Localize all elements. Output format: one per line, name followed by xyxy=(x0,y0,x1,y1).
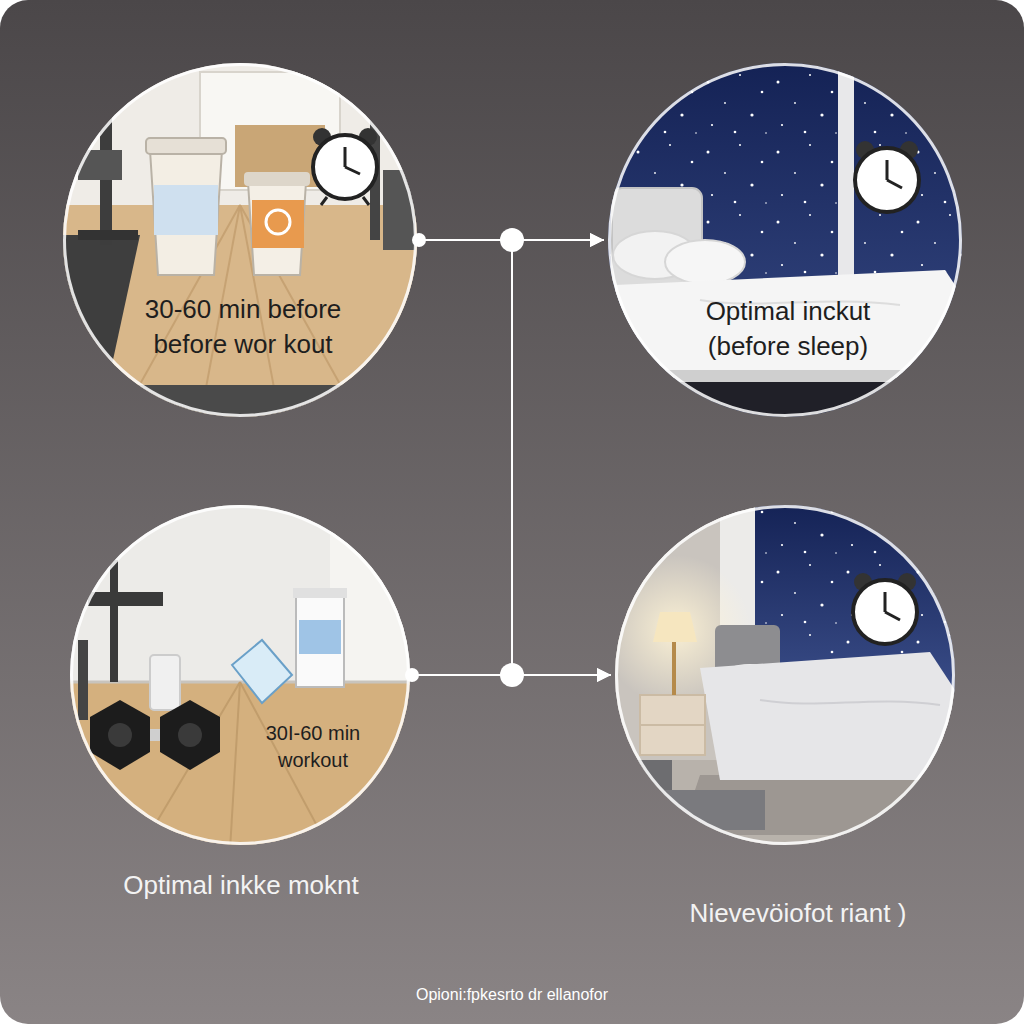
night-bed-scene-part xyxy=(600,60,970,380)
junction-dots-part xyxy=(500,663,524,687)
gym-scene-part xyxy=(345,167,360,174)
gym-scene-part xyxy=(363,197,369,205)
step-label: 30-60 min before before wor kout xyxy=(123,292,363,362)
text-slot: Nievevöiofot riant ) xyxy=(598,896,998,931)
workout-scene xyxy=(65,500,425,850)
gym-scene-part xyxy=(313,135,377,199)
night-bed-scene-part xyxy=(600,60,970,430)
night-bed-scene-part xyxy=(886,160,889,180)
night-bed-scene-part xyxy=(600,375,970,425)
text-slot: 30I-60 min workout xyxy=(245,720,381,774)
gym-scene-part xyxy=(146,138,226,154)
workout-scene-part xyxy=(160,700,220,770)
gym-scene-part xyxy=(244,172,310,186)
gym-scene-part xyxy=(60,235,140,420)
workout-scene-part xyxy=(110,560,118,682)
bedroom-scene-part xyxy=(760,700,940,705)
gym-scene-part xyxy=(344,147,347,167)
step-circle: Optimal inckut (before sleep) xyxy=(608,63,962,417)
caption: Opioni:fpkesrto dr ellanofor xyxy=(0,986,1024,1004)
workout-scene-part xyxy=(150,655,180,710)
gym-scene-part xyxy=(150,150,222,275)
bedroom-scene-part xyxy=(884,592,887,612)
step-label: Optimal inckut (before sleep) xyxy=(673,294,903,364)
bedroom-scene-part xyxy=(640,695,705,755)
text-slot: Optimal inckut (before sleep) xyxy=(673,294,903,364)
gym-scene-part xyxy=(154,185,218,235)
bedroom-scene-part xyxy=(885,612,900,620)
workout-scene-part xyxy=(78,640,88,720)
step-circle: 30I-60 min workoutOptimal inkke moknt xyxy=(70,505,410,845)
gym-scene-part xyxy=(252,200,304,248)
gym-scene-part xyxy=(266,210,290,234)
workout-scene-part xyxy=(108,723,132,747)
workout-scene-part xyxy=(65,500,425,850)
workout-scene-part xyxy=(299,620,341,654)
bedroom-scene-part xyxy=(672,640,676,695)
gym-scene-part xyxy=(383,170,415,250)
workout-scene-part xyxy=(178,723,202,747)
step-heading: Optimal inkke moknt xyxy=(41,868,441,903)
bedroom-scene-part xyxy=(640,724,705,726)
gym-scene-part xyxy=(248,182,306,275)
text-slot: Optimal inkke moknt xyxy=(41,868,441,903)
workout-scene-part xyxy=(232,640,292,703)
bedroom-scene-part xyxy=(653,612,697,642)
gym-scene-part xyxy=(78,150,122,180)
bedroom-scene-part xyxy=(612,760,672,820)
bedroom-scene-part xyxy=(665,790,765,830)
night-bed-scene-part xyxy=(615,270,965,378)
gym-scene-part xyxy=(78,230,138,240)
junction-dots-part xyxy=(500,228,524,252)
workout-scene-part xyxy=(293,588,347,598)
night-bed-scene-part xyxy=(855,148,919,212)
gym-scene-part xyxy=(321,197,327,205)
step-circle: Nievevöiofot riant ) xyxy=(615,505,955,845)
step-label: 30I-60 min workout xyxy=(245,720,381,774)
gym-scene-part xyxy=(60,60,420,420)
night-bed-scene xyxy=(600,60,970,430)
flow-connector xyxy=(410,240,604,675)
text-slot: 30-60 min before before wor kout xyxy=(123,292,363,362)
gym-scene-part xyxy=(60,385,420,425)
gym-scene xyxy=(60,60,420,425)
step-heading: Nievevöiofot riant ) xyxy=(598,896,998,931)
step-circle: 30-60 min before before wor kout xyxy=(63,63,417,417)
night-bed-scene-part xyxy=(887,180,902,188)
bedroom-scene xyxy=(601,500,970,850)
workout-scene-part xyxy=(65,682,425,850)
flow-connector xyxy=(417,240,611,675)
workout-scene-part xyxy=(230,682,240,850)
gym-scene-part xyxy=(235,125,325,187)
workout-scene-part xyxy=(88,592,163,606)
workout-scene-part xyxy=(296,595,344,687)
workout-scene-part xyxy=(90,700,150,770)
bedroom-scene-part xyxy=(853,580,917,644)
bedroom-scene-part xyxy=(700,652,955,780)
night-bed-scene-part xyxy=(665,240,745,284)
night-bed-scene-part xyxy=(612,370,967,382)
